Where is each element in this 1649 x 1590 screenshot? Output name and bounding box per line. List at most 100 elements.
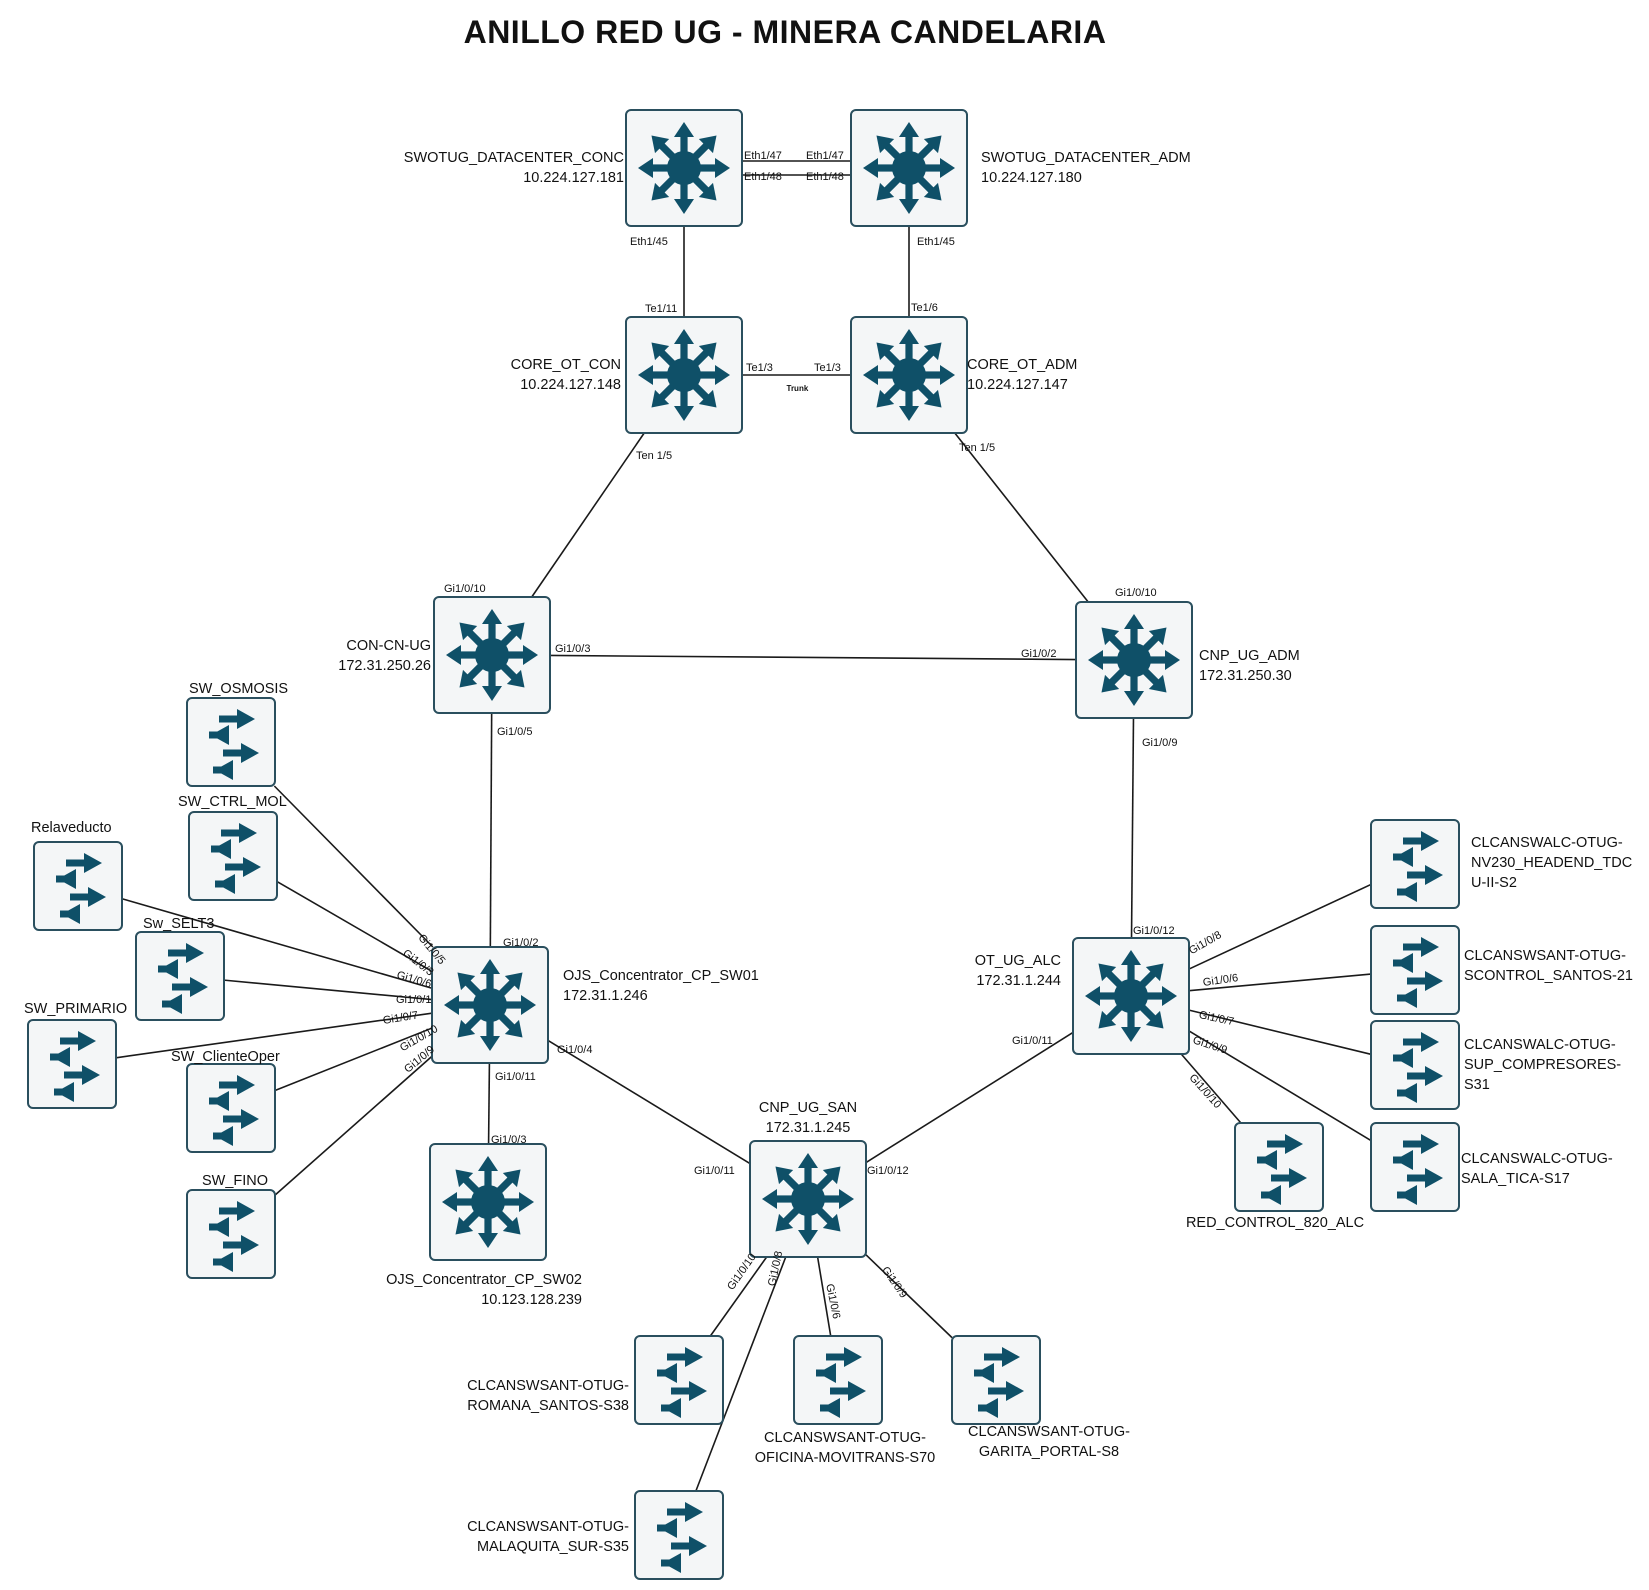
device-con_cn[interactable] bbox=[433, 596, 551, 714]
device-label: CLCANSWALC-OTUG- SALA_TICA-S17 bbox=[1461, 1149, 1613, 1189]
device-ojs1[interactable] bbox=[431, 946, 549, 1064]
port-label: Te1/11 bbox=[645, 303, 678, 315]
device-name: ROMANA_SANTOS-S38 bbox=[467, 1398, 629, 1414]
device-label: CLCANSWSANT-OTUG-SCONTROL_SANTOS-21 bbox=[1464, 946, 1633, 986]
device-relave[interactable] bbox=[33, 841, 123, 931]
link-ojs1-primario bbox=[115, 1012, 433, 1059]
multilayer-switch-icon bbox=[638, 329, 730, 421]
device-name: GARITA_PORTAL-S8 bbox=[978, 1444, 1120, 1460]
device-cliente[interactable] bbox=[186, 1063, 276, 1153]
device-name: NV230_HEADEND_TDC bbox=[1471, 855, 1633, 871]
multilayer-switch-icon bbox=[442, 1156, 534, 1248]
port-label: Te1/3 bbox=[746, 362, 773, 374]
device-label: OJS_Concentrator_CP_SW02 10.123.128.239 bbox=[386, 1270, 582, 1310]
device-label: OT_UG_ALC 172.31.1.244 bbox=[975, 951, 1061, 991]
device-nv230[interactable] bbox=[1370, 819, 1460, 909]
multilayer-switch-icon bbox=[1085, 950, 1177, 1042]
multilayer-switch-icon bbox=[446, 609, 538, 701]
device-scontrol[interactable] bbox=[1370, 925, 1460, 1015]
link-cnpsan-romana bbox=[709, 1256, 768, 1337]
device-name: CON-CN-UG bbox=[346, 638, 431, 654]
device-name: RED_CONTROL_820_ALC bbox=[1185, 1215, 1365, 1231]
device-ojs2[interactable] bbox=[429, 1143, 547, 1261]
device-label: CLCANSWSANT-OTUG-OFICINA-MOVITRANS-S70 bbox=[695, 1428, 995, 1468]
device-name: OT_UG_ALC bbox=[974, 953, 1061, 969]
link-ojs1-ojs2 bbox=[487, 1062, 491, 1145]
device-compresores[interactable] bbox=[1370, 1020, 1460, 1110]
device-oficina[interactable] bbox=[793, 1335, 883, 1425]
device-name: CLCANSWSANT-OTUG- bbox=[968, 1424, 1130, 1440]
device-ip: 172.31.1.246 bbox=[563, 988, 648, 1004]
port-label: Gi1/0/12 bbox=[867, 1165, 909, 1177]
devices-layer bbox=[27, 109, 1460, 1580]
device-label: SW_ClienteOper bbox=[171, 1047, 280, 1067]
device-osmosis[interactable] bbox=[186, 697, 276, 787]
device-dc_adm[interactable] bbox=[850, 109, 968, 227]
port-label: Eth1/45 bbox=[917, 236, 955, 248]
device-ip: 172.31.1.244 bbox=[976, 973, 1061, 989]
device-primario[interactable] bbox=[27, 1019, 117, 1109]
device-name: Relaveducto bbox=[31, 820, 112, 836]
device-core_con[interactable] bbox=[625, 316, 743, 434]
device-name: SWOTUG_DATACENTER_ADM bbox=[981, 150, 1191, 166]
port-label: Gi1/0/2 bbox=[503, 937, 539, 949]
device-name: CLCANSWALC-OTUG- bbox=[1471, 835, 1623, 851]
device-core_adm[interactable] bbox=[850, 316, 968, 434]
device-cnp_san[interactable] bbox=[749, 1140, 867, 1258]
device-sala_tica[interactable] bbox=[1370, 1122, 1460, 1212]
port-label: Gi1/0/1 bbox=[396, 994, 432, 1006]
device-malaquita[interactable] bbox=[634, 1490, 724, 1580]
device-label: Relaveducto bbox=[31, 818, 112, 838]
device-ip: 10.123.128.239 bbox=[481, 1292, 582, 1308]
link-note: Trunk bbox=[786, 384, 809, 393]
device-red_control[interactable] bbox=[1234, 1122, 1324, 1212]
device-selt3[interactable] bbox=[135, 931, 225, 1021]
device-cnp_adm[interactable] bbox=[1075, 601, 1193, 719]
link-otalc-scontrol bbox=[1188, 973, 1372, 992]
device-name: MALAQUITA_SUR-S35 bbox=[476, 1539, 629, 1555]
device-label: CLCANSWSANT-OTUG- ROMANA_SANTOS-S38 bbox=[467, 1376, 629, 1416]
device-name: CLCANSWSANT-OTUG- bbox=[467, 1378, 629, 1394]
device-ip: 172.31.1.245 bbox=[765, 1120, 851, 1136]
device-name: CORE_OT_CON bbox=[510, 357, 621, 373]
port-label: Gi1/0/4 bbox=[557, 1044, 593, 1056]
device-name: CLCANSWALC-OTUG- bbox=[1461, 1151, 1613, 1167]
port-label: Eth1/48 bbox=[744, 171, 782, 183]
device-romana[interactable] bbox=[634, 1335, 724, 1425]
device-name: CORE_OT_ADM bbox=[967, 357, 1078, 373]
link-otalc-compresores bbox=[1188, 1009, 1372, 1056]
device-name: OFICINA-MOVITRANS-S70 bbox=[754, 1450, 936, 1466]
link-concn-cnpadm bbox=[549, 654, 1077, 661]
device-name: U-II-S2 bbox=[1471, 875, 1517, 891]
multilayer-switch-icon bbox=[863, 122, 955, 214]
link-ojs1-cliente bbox=[274, 1027, 433, 1092]
device-garita[interactable] bbox=[951, 1335, 1041, 1425]
device-ctrl_mol[interactable] bbox=[188, 811, 278, 901]
device-dc_conc[interactable] bbox=[625, 109, 743, 227]
port-label: Eth1/47 bbox=[806, 150, 844, 162]
device-name: OJS_Concentrator_CP_SW02 bbox=[386, 1272, 582, 1288]
port-label: Eth1/45 bbox=[630, 236, 668, 248]
device-name: SW_CTRL_MOL bbox=[178, 794, 287, 810]
link-otalc-nv230 bbox=[1188, 883, 1372, 970]
multilayer-switch-icon bbox=[863, 329, 955, 421]
device-name: SW_OSMOSIS bbox=[189, 681, 289, 697]
link-otalc-salatica bbox=[1188, 1030, 1372, 1142]
device-name: SALA_TICA-S17 bbox=[1461, 1171, 1570, 1187]
port-label: Gi1/0/5 bbox=[497, 726, 533, 738]
device-name: SUP_COMPRESORES- bbox=[1464, 1057, 1622, 1073]
link-ojs1-fino bbox=[274, 1055, 433, 1196]
port-label: Ten 1/5 bbox=[959, 442, 996, 454]
port-label: Gi1/0/3 bbox=[491, 1134, 527, 1146]
device-ot_alc[interactable] bbox=[1072, 937, 1190, 1055]
device-label: SW_OSMOSIS bbox=[189, 679, 288, 699]
device-fino[interactable] bbox=[186, 1189, 276, 1279]
link-cnpsan-malaquita bbox=[695, 1256, 787, 1492]
port-label: Ten 1/5 bbox=[636, 450, 673, 462]
link-cnpsan-garita bbox=[865, 1254, 953, 1339]
